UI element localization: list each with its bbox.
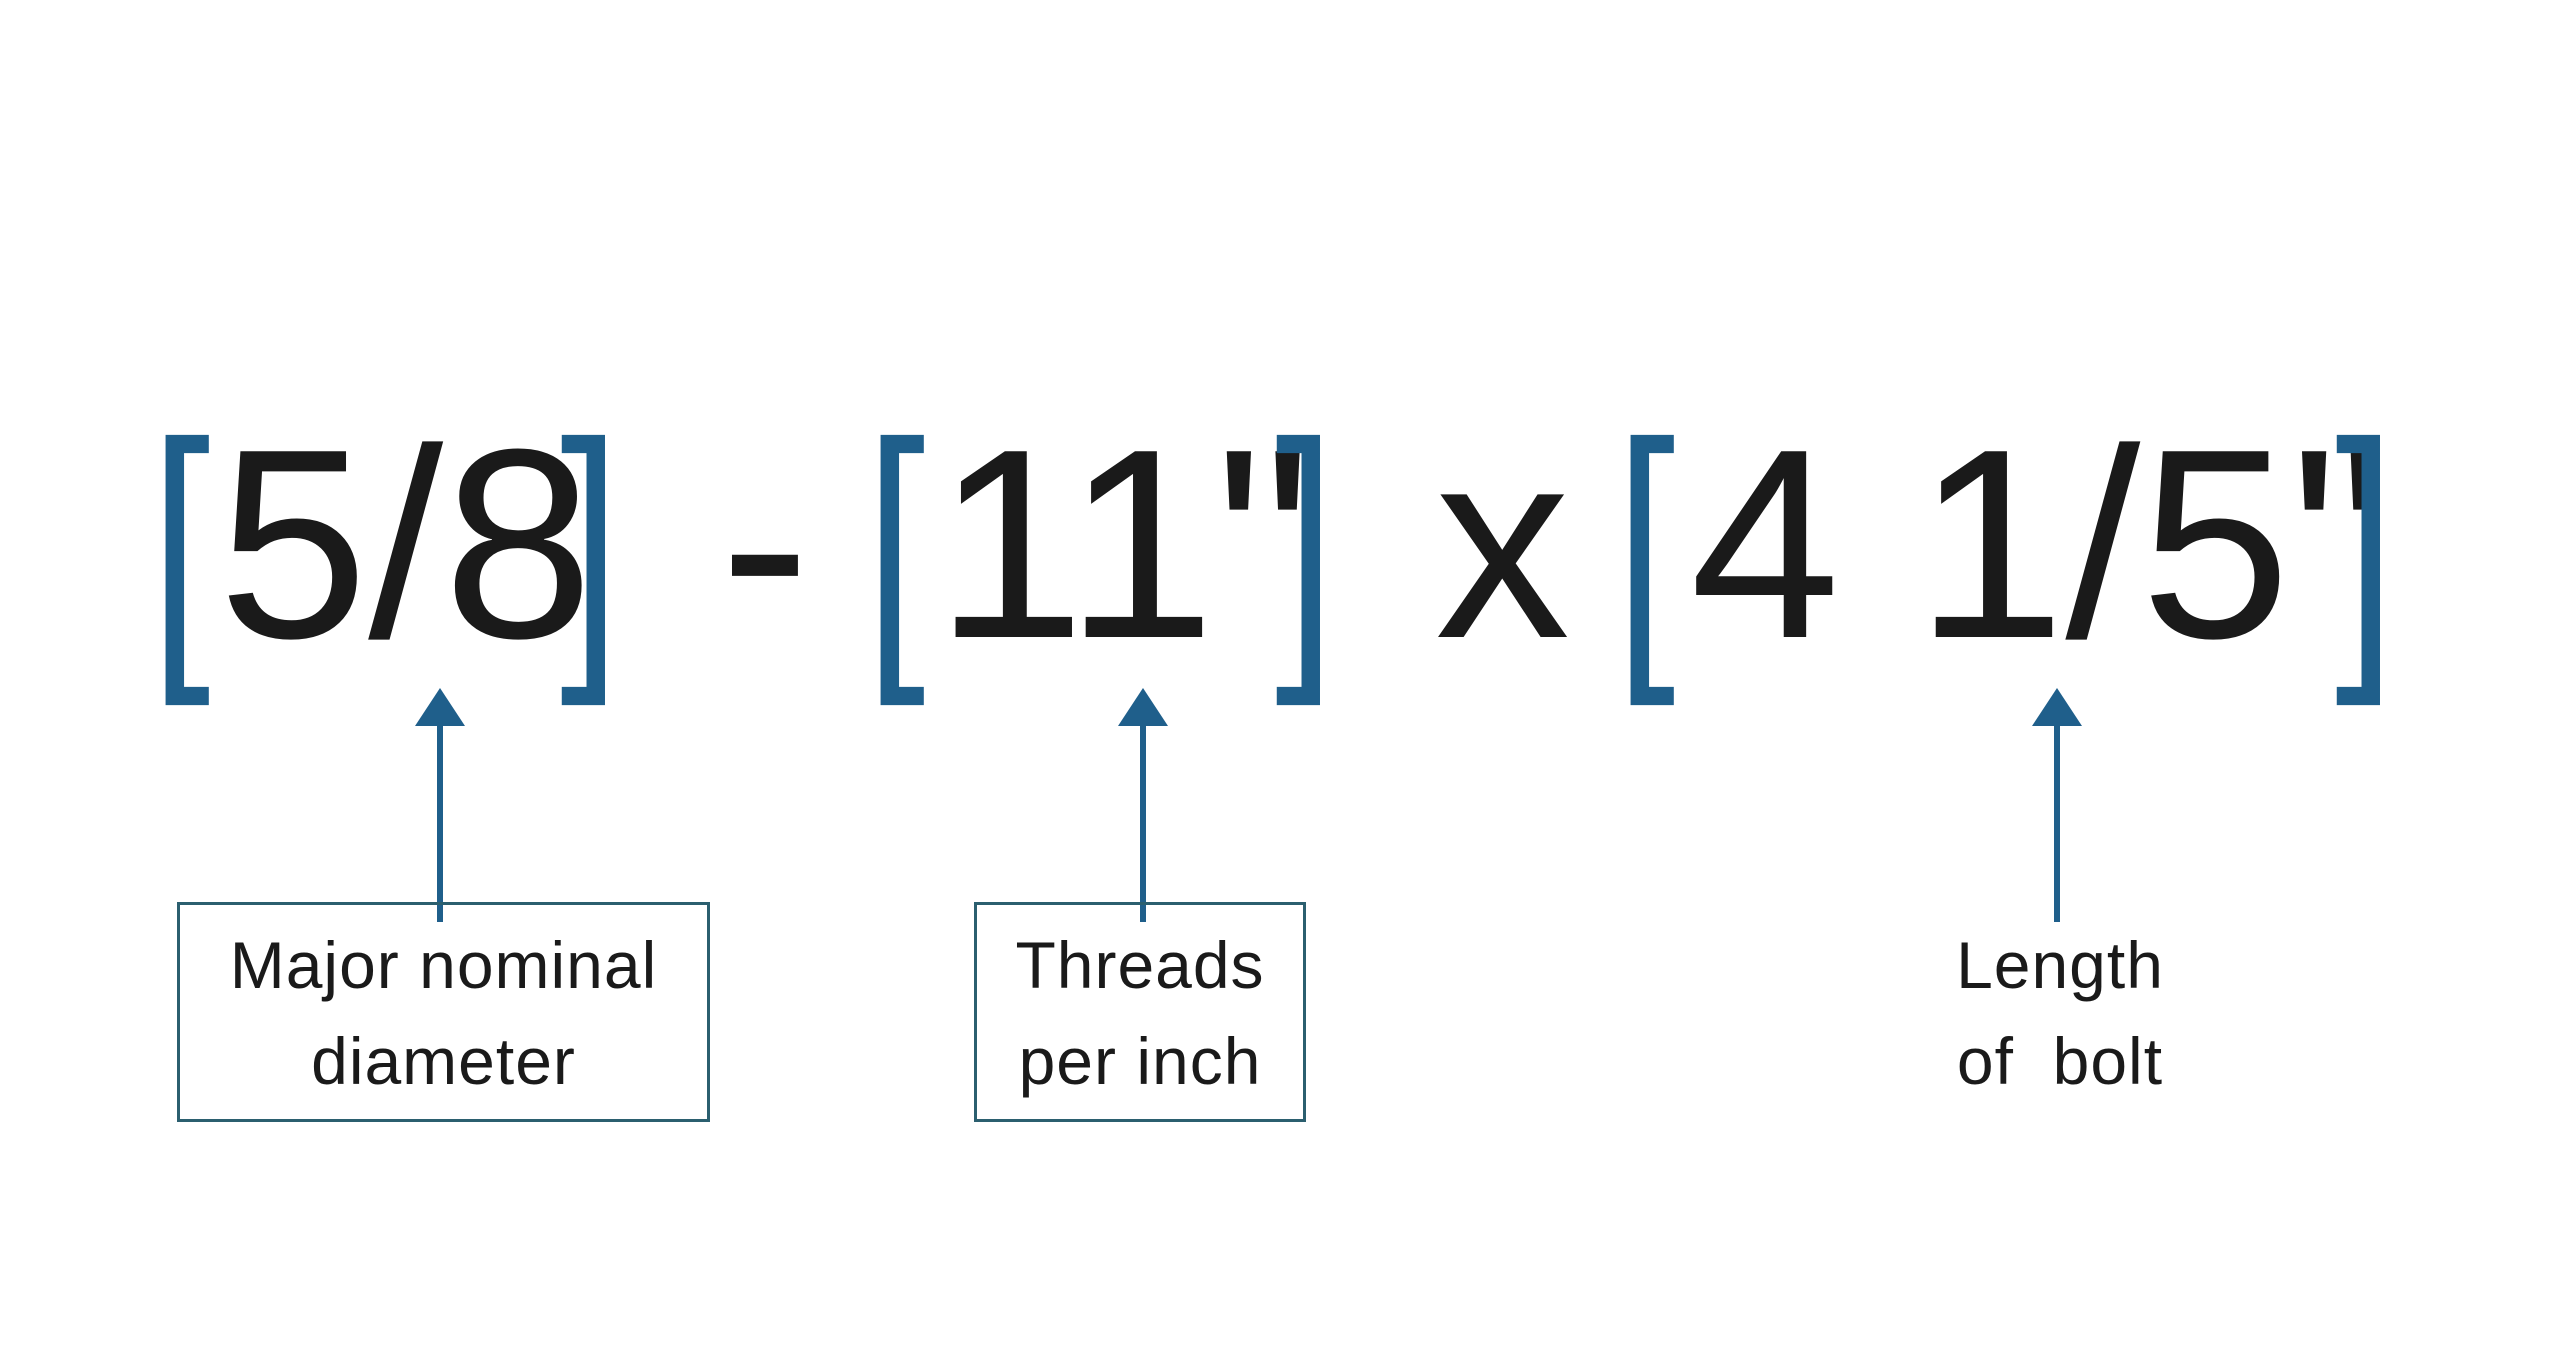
length-close-bracket: ] <box>2335 383 2396 707</box>
threads-open-bracket: [ <box>865 383 926 707</box>
diameter-open-bracket: [ <box>150 383 211 707</box>
threads-value: 11" <box>935 394 1312 695</box>
multiply-separator: x <box>1435 394 1570 695</box>
threads-label-line2: per inch <box>1018 1024 1262 1098</box>
length-label-line1: Length <box>1956 928 2164 1002</box>
dash-separator: - <box>720 394 810 695</box>
diameter-label-line1: Major nominal <box>229 928 658 1002</box>
diameter-label-line2: diameter <box>311 1024 576 1098</box>
length-label: Length of bolt <box>1880 917 2240 1127</box>
threads-label-line1: Threads <box>1015 928 1265 1002</box>
diameter-value: 5/8 <box>218 394 594 695</box>
length-label-line2: of bolt <box>1956 1024 2164 1098</box>
bolt-spec-formula: [ 5/8 ] - [ 11" ] x [ 4 1/5" ] <box>0 380 2560 710</box>
diameter-label-box: Major nominal diameter <box>177 902 710 1122</box>
threads-close-bracket: ] <box>1275 383 1336 707</box>
length-open-bracket: [ <box>1615 383 1676 707</box>
threads-label-box: Threads per inch <box>974 902 1306 1122</box>
diameter-close-bracket: ] <box>560 383 621 707</box>
length-value: 4 1/5" <box>1690 394 2387 695</box>
